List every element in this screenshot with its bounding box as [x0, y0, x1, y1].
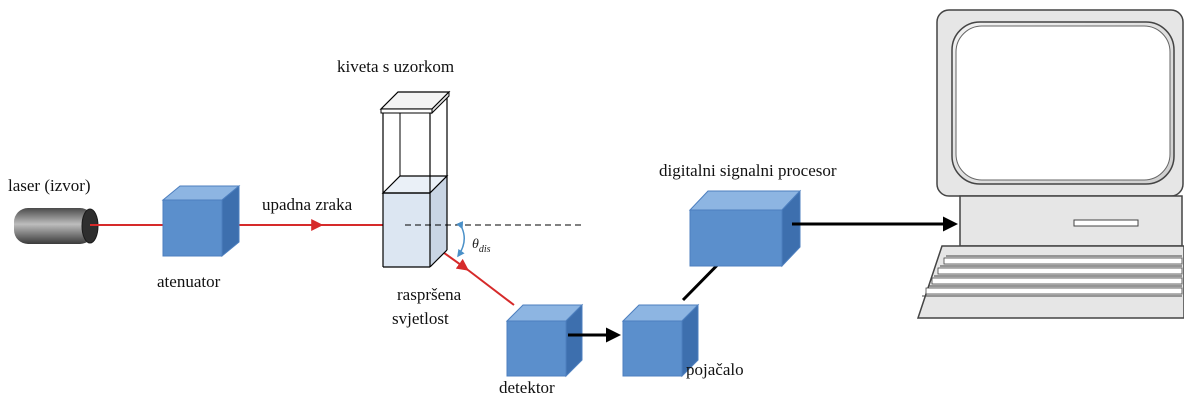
detector-label: detektor: [499, 378, 555, 397]
dsp-box: [688, 189, 802, 268]
computer-case: [959, 195, 1183, 247]
scattered-beam: [467, 269, 515, 306]
cuvette-label: kiveta s uzorkom: [337, 57, 454, 76]
amplifier-label: pojačalo: [686, 360, 744, 379]
attenuator-label: atenuator: [157, 272, 221, 291]
laser-label: laser (izvor): [8, 176, 91, 195]
cuvette: [379, 90, 451, 268]
scattered-light-label-line1: raspršena: [397, 285, 462, 304]
detector-cube: [505, 303, 584, 378]
angle-arc: [456, 221, 465, 258]
keyboard: [916, 245, 1184, 319]
laser-source: [14, 208, 99, 244]
dsp-label: digitalni signalni procesor: [659, 161, 837, 180]
incident-beam-label: upadna zraka: [262, 195, 353, 214]
scattered-light-label-line2: svjetlost: [392, 309, 449, 328]
angle-label: θdis: [472, 237, 491, 255]
attenuator-cube: [161, 184, 241, 258]
amplifier-cube: [621, 303, 700, 378]
computer-monitor: [936, 9, 1184, 197]
